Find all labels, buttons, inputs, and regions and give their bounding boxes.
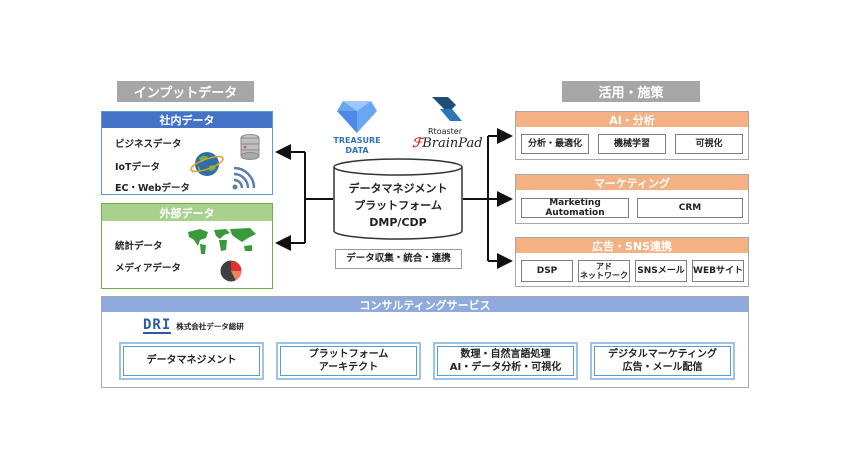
external-item-stats: 統計データ [115,241,163,252]
world-map-icon [188,228,256,254]
wifi-icon [232,166,256,190]
brainpad-logo: ℱBrainPad [412,136,483,151]
pie-chart-icon [219,259,243,283]
ai-analysis-group: AI・分析 分析・最適化 機械学習 可視化 [515,111,749,160]
ads-item-website: WEBサイト [692,260,744,282]
brainpad-label: BrainPad [422,136,483,151]
internal-data-header: 社内データ [102,112,272,128]
dmp-cylinder [333,158,463,240]
consulting-box-data-management: データマネジメント [119,342,264,380]
treasure-logo-line1: TREASURE [333,136,381,145]
consulting-box-platform-architect: プラットフォーム アーキテクト [276,342,421,380]
input-data-tag: インプットデータ [117,81,254,102]
dmp-line2: プラットフォーム [354,199,442,213]
internal-item-iot: IoTデータ [115,162,161,173]
marketing-header: マーケティング [516,175,748,190]
ai-analysis-header: AI・分析 [516,112,748,127]
ads-sns-header: 広告・SNS連携 [516,238,748,253]
treasure-data-logo: TREASURE DATA [326,136,388,155]
marketing-item-automation: Marketing Automation [521,198,629,218]
rtoaster-label: Rtoaster [428,127,463,136]
internal-item-ec-web: EC・Webデータ [115,183,190,194]
consulting-panel: コンサルティングサービス DRI 株式会社データ総研 データマネジメント プラッ… [101,296,749,388]
company-logo: DRI 株式会社データ総研 [143,318,244,334]
treasure-data-diamond-icon [337,101,377,133]
consulting-box-digital-marketing: デジタルマーケティング 広告・メール配信 [590,342,735,380]
dri-logo-mark: DRI [143,317,172,334]
rtoaster-icon [432,97,462,121]
treasure-logo-line2: DATA [345,145,369,155]
external-data-header: 外部データ [102,204,272,221]
dmp-line1: データマネジメント [348,182,448,195]
ai-item-machine-learning: 機械学習 [598,134,666,154]
consulting-box-ai-analysis: 数理・自然言語処理 AI・データ分析・可視化 [433,342,578,380]
internal-data-panel: 社内データ ビジネスデータ IoTデータ EC・Webデータ [101,111,273,195]
ai-item-visualization: 可視化 [675,134,743,154]
company-name: 株式会社データ総研 [176,321,244,331]
ads-sns-group: 広告・SNS連携 DSP アド ネットワーク SNSメール WEBサイト [515,237,749,287]
database-icon [240,134,260,160]
dmp-label: データマネジメント プラットフォーム DMP/CDP [333,180,463,231]
ads-item-dsp: DSP [521,260,573,282]
external-data-panel: 外部データ 統計データ メディアデータ [101,203,273,289]
ai-item-optimization: 分析・最適化 [521,134,589,154]
dmp-sub-box: データ収集・統合・連携 [335,249,462,269]
ads-item-sns-mail: SNSメール [635,260,687,282]
marketing-group: マーケティング Marketing Automation CRM [515,174,749,224]
consulting-header: コンサルティングサービス [102,297,748,312]
ads-item-ad-network: アド ネットワーク [578,260,630,282]
external-item-media: メディアデータ [115,263,181,274]
internal-item-business: ビジネスデータ [115,139,182,150]
dmp-line3: DMP/CDP [369,216,427,230]
marketing-item-crm: CRM [637,198,743,218]
usage-tag: 活用・施策 [562,81,700,102]
brainpad-mark-icon: ℱ [412,136,423,151]
globe-icon [190,152,224,176]
